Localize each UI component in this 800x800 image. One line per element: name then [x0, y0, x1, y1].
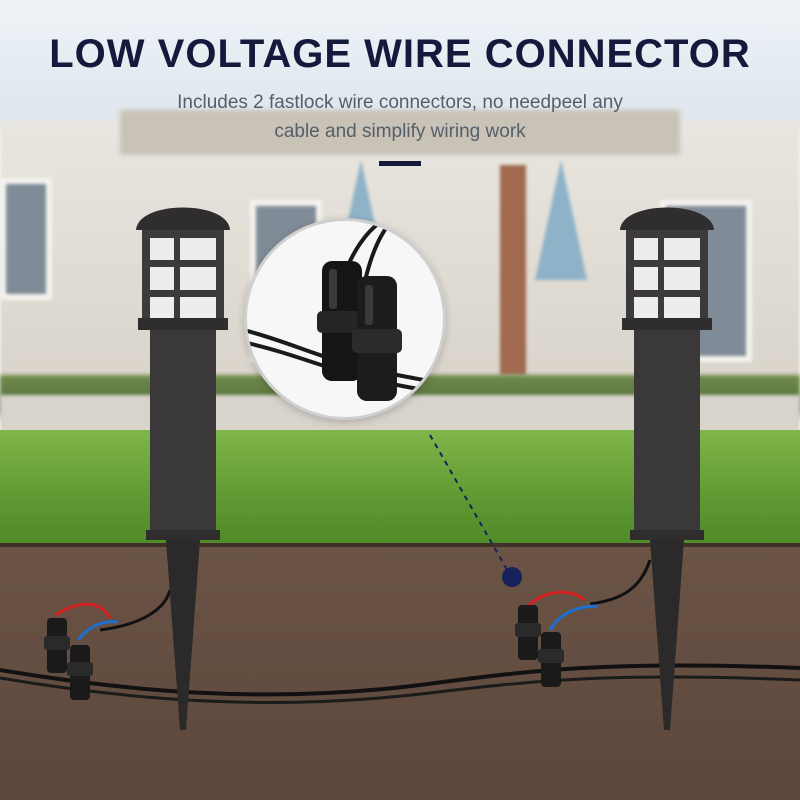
red-wire	[526, 590, 586, 608]
page-title: LOW VOLTAGE WIRE CONNECTOR	[49, 32, 751, 76]
connector-icon	[538, 632, 564, 687]
connector-icon	[67, 645, 93, 700]
blue-wire	[76, 620, 119, 641]
subtitle-line: cable and simplify wiring work	[274, 121, 526, 142]
pointer-dot	[502, 567, 522, 587]
house-window	[0, 178, 52, 300]
lamp-lead-wire	[589, 559, 652, 606]
subtitle-line: Includes 2 fastlock wire connectors, no …	[177, 92, 623, 113]
soil-edge	[0, 543, 800, 547]
main-cable	[0, 663, 800, 697]
lamp-lead-wire	[99, 589, 172, 632]
pathway-light-icon	[620, 207, 714, 730]
title-accent-bar	[379, 161, 421, 166]
connector-closeup	[244, 218, 446, 420]
connector-icon	[247, 221, 443, 401]
red-wire	[54, 602, 112, 619]
patio-umbrella	[535, 160, 587, 280]
pathway-light-icon	[136, 207, 230, 730]
page-subtitle: Includes 2 fastlock wire connectors, no …	[100, 88, 700, 146]
house-roof	[120, 110, 680, 155]
sky	[0, 0, 800, 130]
pointer-line	[429, 434, 511, 576]
connector-icon	[44, 618, 70, 673]
main-cable	[0, 675, 800, 704]
blue-wire	[548, 604, 599, 631]
connector-icon	[515, 605, 541, 660]
house-pillar	[500, 165, 526, 375]
